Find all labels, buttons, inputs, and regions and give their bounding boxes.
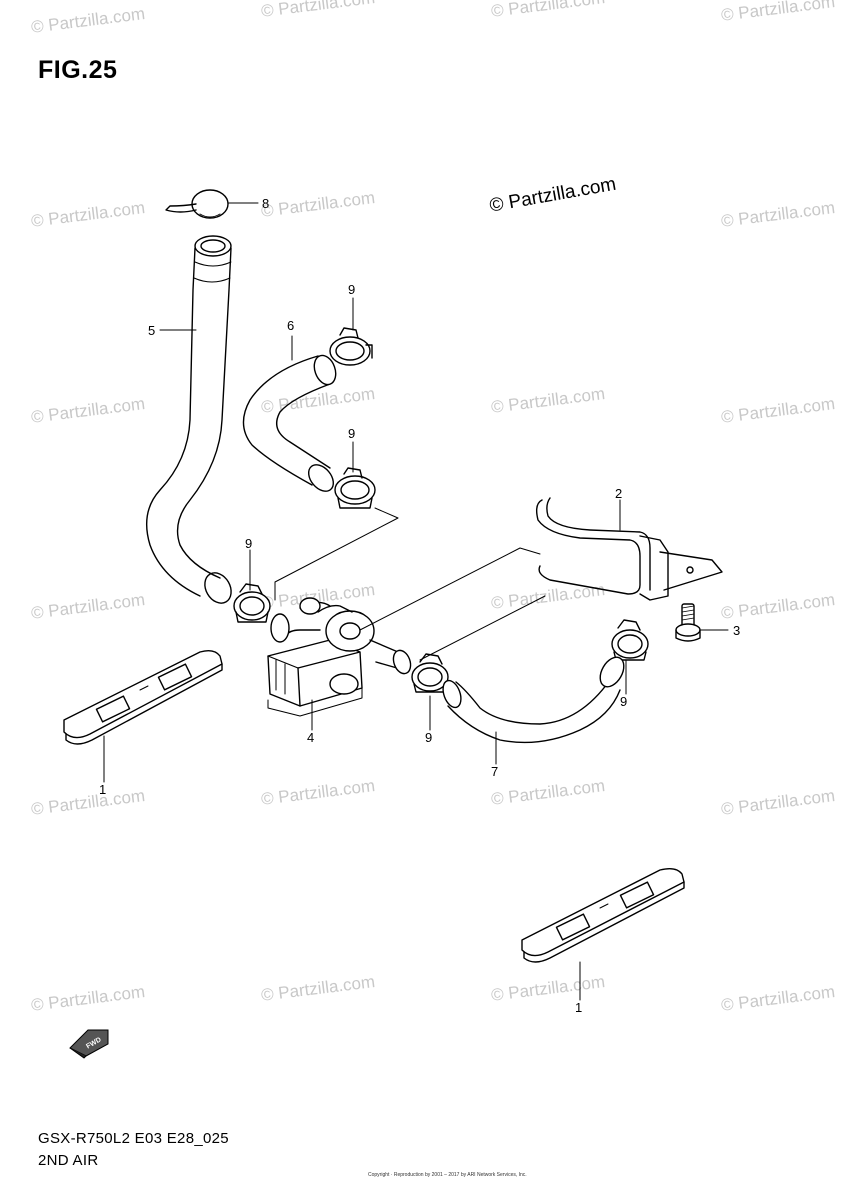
diagram-name: 2ND AIR <box>38 1152 99 1169</box>
part-7-hose <box>442 656 625 744</box>
part-5-hose <box>146 235 232 604</box>
part-6-hose <box>242 354 337 492</box>
callout-9: 9 <box>620 694 627 709</box>
part-3-bolt <box>675 603 701 642</box>
callout-8: 8 <box>262 196 269 211</box>
callout-4: 4 <box>307 730 314 745</box>
callout-5: 5 <box>148 323 155 338</box>
connection-lines <box>274 507 546 661</box>
callout-1: 1 <box>99 782 106 797</box>
callout-9: 9 <box>348 282 355 297</box>
callout-6: 6 <box>287 318 294 333</box>
part-9-clamp <box>329 327 373 366</box>
callout-9: 9 <box>245 536 252 551</box>
part-4-valve <box>267 597 412 717</box>
diagram-code: GSX-R750L2 E03 E28_025 <box>38 1130 229 1147</box>
part-2-pipe-bracket <box>535 497 723 601</box>
figure-title: FIG.25 <box>38 56 118 84</box>
part-1-gasket <box>63 649 223 745</box>
callout-3: 3 <box>733 623 740 638</box>
part-1-gasket <box>521 867 685 963</box>
callout-9: 9 <box>348 426 355 441</box>
callout-9: 9 <box>425 730 432 745</box>
leader-lines <box>103 202 729 1001</box>
part-8-cap <box>165 189 229 219</box>
copyright-notice: Copyright · Reproduction by 2001 – 2017 … <box>368 1172 527 1178</box>
part-9-clamp <box>334 467 376 509</box>
fwd-arrow-icon: FWD <box>69 1029 109 1059</box>
part-9-clamp <box>233 583 271 623</box>
callout-1: 1 <box>575 1000 582 1015</box>
callout-2: 2 <box>615 486 622 501</box>
callout-7: 7 <box>491 764 498 779</box>
part-9-clamp <box>611 619 649 661</box>
part-9-clamp <box>411 653 449 693</box>
